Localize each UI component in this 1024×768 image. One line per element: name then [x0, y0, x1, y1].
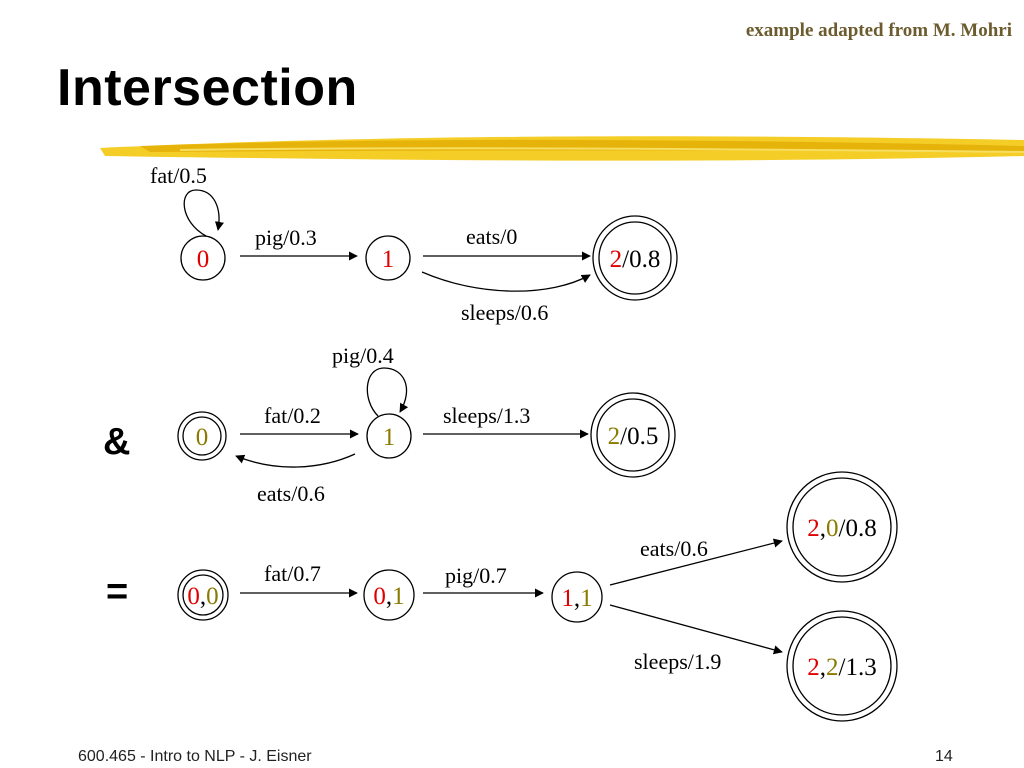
- svg-text:2,0/0.8: 2,0/0.8: [807, 515, 876, 542]
- svg-text:2/0.5: 2/0.5: [608, 423, 659, 450]
- svg-text:2/0.8: 2/0.8: [610, 246, 661, 273]
- result-state-2-0-final: 2,0/0.8: [786, 471, 898, 583]
- result-state-1-1: 1,1: [551, 571, 603, 623]
- fsa1-arc-label-fat: fat/0.5: [150, 163, 207, 188]
- fsa1-arc-label-eats: eats/0: [466, 224, 517, 249]
- svg-text:1: 1: [382, 246, 395, 273]
- svg-text:0: 0: [197, 246, 210, 273]
- result-state-2-2-final: 2,2/1.3: [786, 610, 898, 722]
- fsa2-state-1: 1: [366, 413, 412, 459]
- svg-text:1: 1: [383, 424, 396, 451]
- svg-text:0,0: 0,0: [187, 583, 218, 610]
- result-arc-11-22: [609, 604, 783, 655]
- result-arc-11-20: [609, 538, 783, 586]
- footer-course: 600.465 - Intro to NLP - J. Eisner: [78, 748, 312, 765]
- footer-page-number: 14: [935, 748, 953, 765]
- attribution-text: example adapted from M. Mohri: [745, 20, 1012, 41]
- equals-operator: =: [106, 571, 128, 613]
- fsa1-arc-label-pig: pig/0.3: [255, 225, 317, 250]
- svg-text:1,1: 1,1: [561, 585, 592, 612]
- fsa2-state-2-final: 2/0.5: [590, 392, 676, 478]
- fsa1-state-2-final: 2/0.8: [592, 215, 678, 301]
- fsa2-arc-label-sleeps: sleeps/1.3: [443, 403, 530, 428]
- fsa2-arc-self-loop-1: [366, 367, 409, 417]
- fsa2-arc-1-0-eats: [235, 453, 356, 468]
- svg-text:0: 0: [196, 424, 209, 451]
- fsa2-state-0-final: 0: [177, 411, 227, 461]
- fsa1-arc-self-loop-0: [183, 189, 224, 237]
- result-arc-label-pig: pig/0.7: [445, 563, 507, 588]
- fsa2-arc-label-eats: eats/0.6: [257, 481, 325, 506]
- title-underline-brushstroke: [100, 136, 1024, 161]
- svg-text:0,1: 0,1: [373, 583, 404, 610]
- intersection-operator: &: [103, 421, 130, 463]
- result-arc-label-sleeps: sleeps/1.9: [634, 649, 721, 674]
- fsa1-state-0: 0: [180, 235, 226, 281]
- fsa1-arc-1-2-sleeps: [421, 271, 591, 292]
- fsa1-arc-label-sleeps: sleeps/0.6: [461, 300, 548, 325]
- fsa2-arc-label-fat: fat/0.2: [264, 403, 321, 428]
- result-state-0-1: 0,1: [363, 569, 415, 621]
- result-state-0-0-final: 0,0: [177, 569, 229, 621]
- fsa1-state-1: 1: [365, 235, 411, 281]
- fsa2-arc-label-pig: pig/0.4: [332, 343, 394, 368]
- result-arc-label-eats: eats/0.6: [640, 536, 708, 561]
- result-arc-label-fat: fat/0.7: [264, 561, 321, 586]
- svg-text:2,2/1.3: 2,2/1.3: [807, 654, 876, 681]
- slide-title: Intersection: [57, 59, 358, 117]
